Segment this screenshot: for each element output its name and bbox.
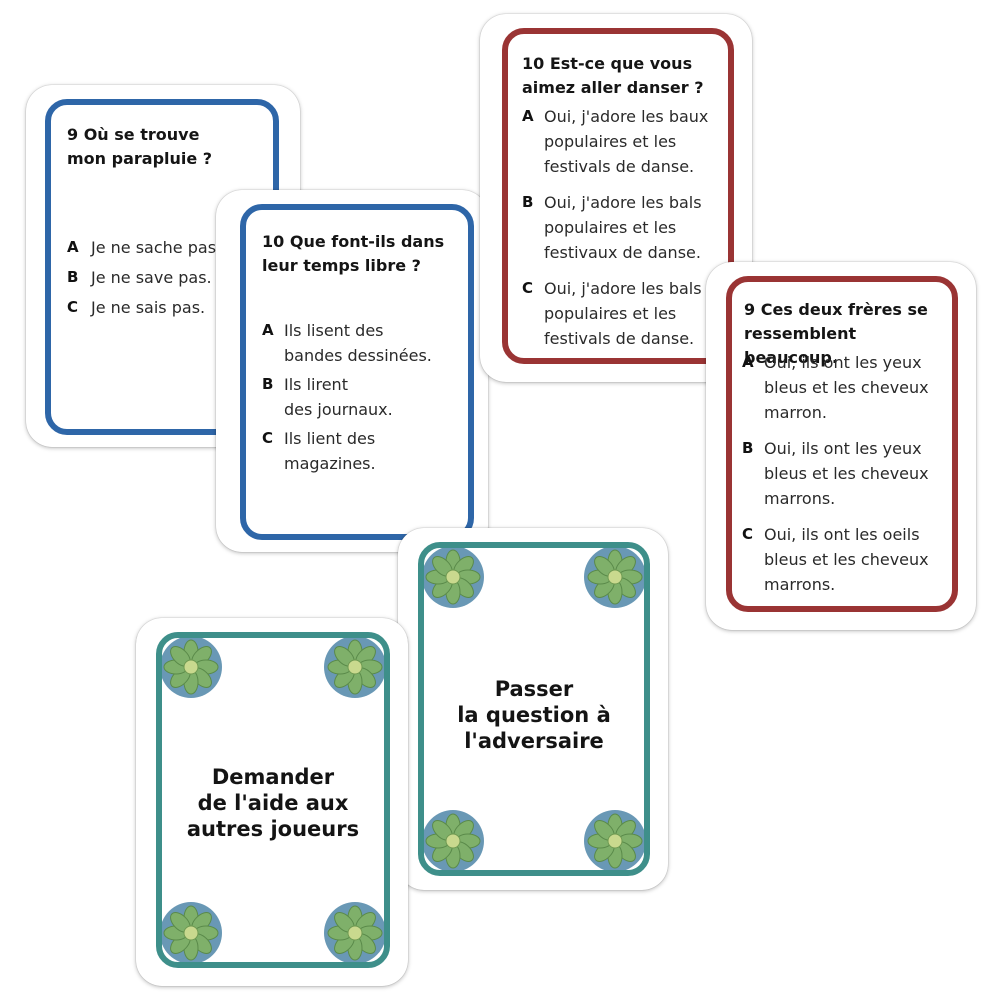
question-card-9-brothers[interactable]: 9 Ces deux frères se ressemblent beaucou…: [706, 262, 976, 630]
option-b[interactable]: B Je ne save pas.: [67, 265, 212, 290]
option-letter: C: [522, 279, 534, 297]
question-title: 10 Est-ce que vous aimez aller danser ?: [522, 54, 704, 97]
option-text: Ils lisent des bandes dessinées.: [284, 321, 432, 365]
question-card-10-free-time[interactable]: 10 Que font-ils dans leur temps libre ? …: [216, 190, 488, 552]
question-title: 9 Ces deux frères se ressemblent beaucou…: [744, 300, 928, 367]
card-border: 10 Que font-ils dans leur temps libre ? …: [240, 204, 474, 540]
flower-icon: [582, 548, 644, 610]
option-a[interactable]: A Ils lisent des bandes dessinées.: [262, 318, 432, 368]
question-title: 9 Où se trouve mon parapluie ?: [67, 125, 213, 168]
option-text: Je ne save pas.: [91, 268, 212, 287]
option-a[interactable]: A Je ne sache pas.: [67, 235, 221, 260]
flower-icon: [162, 900, 224, 962]
action-label: Demander de l'aide aux autres joueurs: [186, 765, 360, 841]
option-text: Oui, ils ont les yeux bleus et les cheve…: [764, 439, 929, 508]
card-border: 10 Est-ce que vous aimez aller danser ? …: [502, 28, 734, 364]
action-card-pass-question[interactable]: Passer la question à l'adversaire: [398, 528, 668, 890]
option-letter: B: [742, 439, 754, 457]
option-text: Ils lient des magazines.: [284, 429, 376, 473]
action-card-ask-help[interactable]: Demander de l'aide aux autres joueurs: [136, 618, 408, 986]
card-border: 9 Ces deux frères se ressemblent beaucou…: [726, 276, 958, 612]
card-border: Passer la question à l'adversaire: [418, 542, 650, 876]
flower-icon: [582, 808, 644, 870]
option-text: Oui, j'adore les bals populaires et les …: [544, 279, 702, 348]
option-c[interactable]: C Oui, j'adore les bals populaires et le…: [522, 276, 702, 351]
flower-icon: [322, 900, 384, 962]
flower-icon: [424, 548, 486, 610]
option-text: Oui, ils ont les oeils bleus et les chev…: [764, 525, 929, 594]
card-border: Demander de l'aide aux autres joueurs: [156, 632, 390, 968]
option-c[interactable]: C Je ne sais pas.: [67, 295, 205, 320]
question-title: 10 Que font-ils dans leur temps libre ?: [262, 232, 445, 275]
flower-icon: [424, 808, 486, 870]
option-b[interactable]: B Ils lirent des journaux.: [262, 372, 393, 422]
action-label: Passer la question à l'adversaire: [457, 677, 611, 753]
option-text: Je ne sache pas.: [91, 238, 222, 257]
option-letter: B: [67, 268, 79, 286]
card-border: 9 Où se trouve mon parapluie ? A Je ne s…: [45, 99, 279, 435]
option-letter: C: [742, 525, 754, 543]
option-letter: A: [67, 238, 79, 256]
option-a[interactable]: A Oui, ils ont les yeux bleus et les che…: [742, 350, 929, 425]
flower-icon: [322, 638, 384, 700]
option-b[interactable]: B Oui, j'adore les bals populaires et le…: [522, 190, 702, 265]
option-letter: B: [262, 375, 274, 393]
option-letter: A: [522, 107, 534, 125]
option-letter: C: [262, 429, 274, 447]
option-c[interactable]: C Ils lient des magazines.: [262, 426, 376, 476]
option-text: Oui, ils ont les yeux bleus et les cheve…: [764, 353, 929, 422]
option-b[interactable]: B Oui, ils ont les yeux bleus et les che…: [742, 436, 929, 511]
option-text: Oui, j'adore les bals populaires et les …: [544, 193, 702, 262]
option-letter: B: [522, 193, 534, 211]
option-c[interactable]: C Oui, ils ont les oeils bleus et les ch…: [742, 522, 929, 597]
option-text: Oui, j'adore les baux populaires et les …: [544, 107, 709, 176]
option-letter: A: [742, 353, 754, 371]
option-a[interactable]: A Oui, j'adore les baux populaires et le…: [522, 104, 708, 179]
option-letter: C: [67, 298, 79, 316]
flower-icon: [162, 638, 224, 700]
option-text: Je ne sais pas.: [91, 298, 206, 317]
option-letter: A: [262, 321, 274, 339]
option-text: Ils lirent des journaux.: [284, 375, 393, 419]
